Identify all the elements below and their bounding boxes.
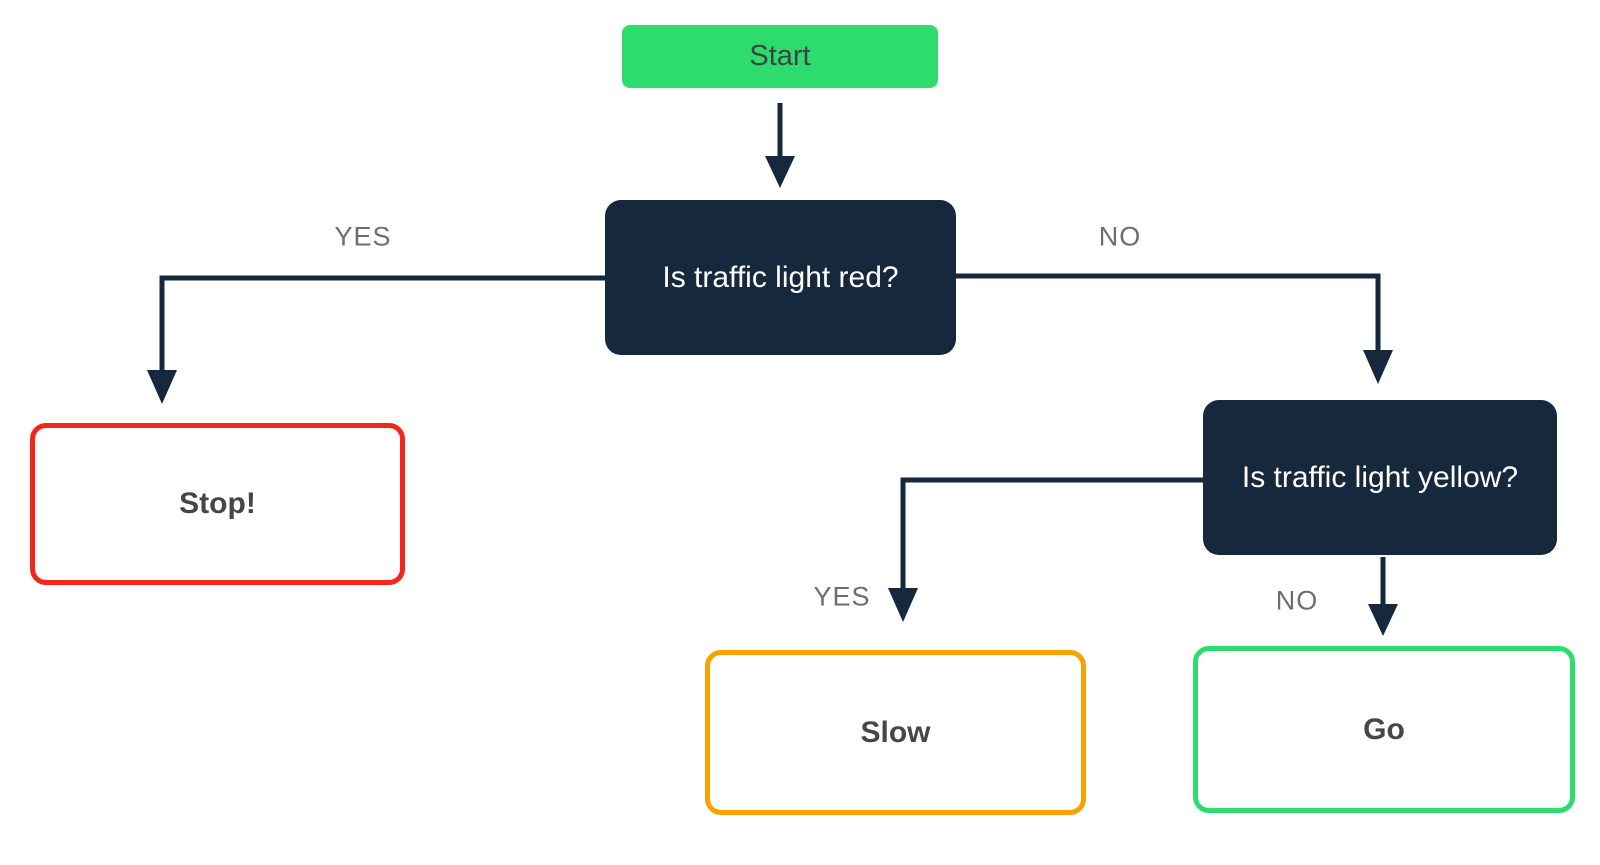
- node-question-red: Is traffic light red?: [605, 200, 956, 355]
- node-stop: Stop!: [30, 423, 405, 585]
- node-stop-label: Stop!: [179, 487, 256, 520]
- node-go-label: Go: [1363, 712, 1405, 746]
- edge-label-red-yes: YES: [334, 221, 392, 252]
- node-go: Go: [1193, 646, 1575, 813]
- edge-q-yellow-no-arrowhead: [1368, 604, 1398, 636]
- node-slow-label: Slow: [860, 715, 931, 749]
- edge-label-yellow-no: NO: [1275, 585, 1319, 616]
- node-start-label: Start: [749, 40, 811, 72]
- edge-label-red-no: NO: [1098, 221, 1142, 252]
- edge-label-yellow-yes: YES: [813, 581, 871, 612]
- edge-q-yellow-yes: [888, 477, 1203, 622]
- node-slow: Slow: [705, 650, 1086, 815]
- node-question-yellow-label: Is traffic light yellow?: [1241, 460, 1519, 494]
- edge-q-red-no: [956, 273, 1393, 384]
- edge-q-red-yes: [147, 275, 605, 404]
- edge-q-red-no-arrowhead: [1363, 350, 1393, 384]
- node-question-yellow: Is traffic light yellow?: [1203, 400, 1557, 555]
- edge-q-red-yes-arrowhead: [147, 370, 177, 404]
- edge-q-yellow-yes-arrowhead: [888, 588, 918, 622]
- node-start: Start: [622, 25, 938, 88]
- edge-start-to-q-red-arrowhead: [765, 156, 795, 188]
- edge-start-to-q-red: [765, 103, 795, 188]
- node-question-red-label: Is traffic light red?: [662, 260, 899, 294]
- edge-q-yellow-no: [1368, 557, 1398, 636]
